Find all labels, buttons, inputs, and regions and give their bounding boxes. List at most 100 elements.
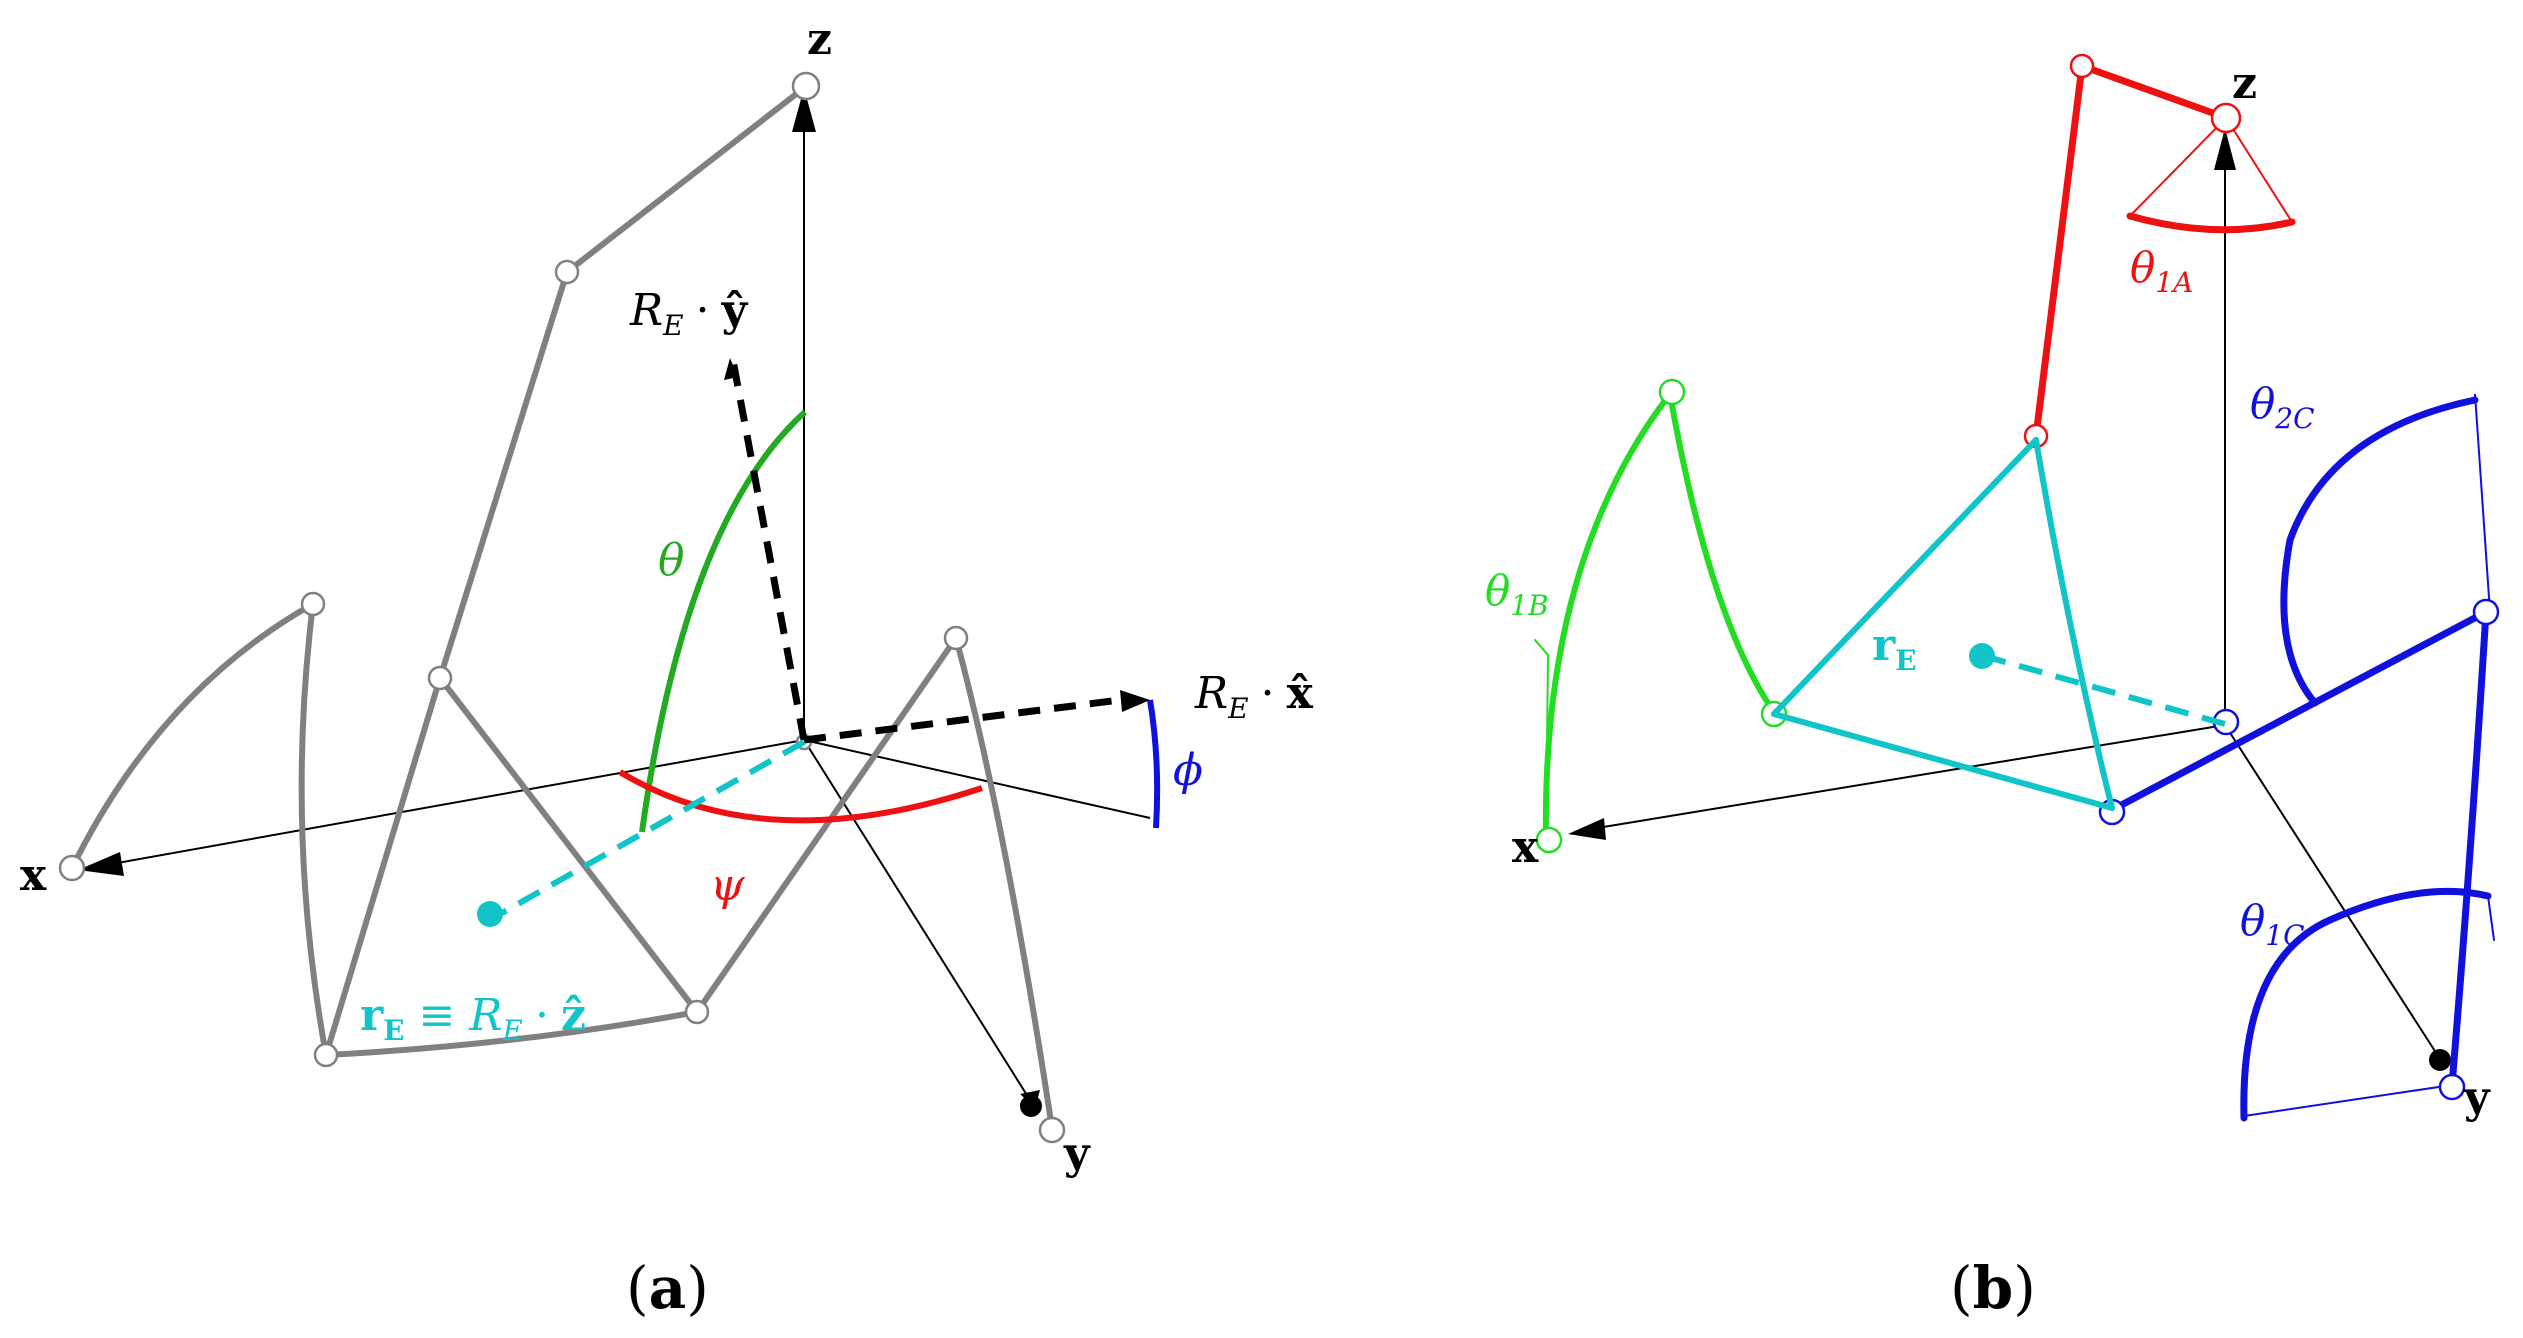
link-a-cross2 xyxy=(437,675,700,1015)
label-theta1a: θ1A xyxy=(2130,243,2193,299)
joint-b-c4 xyxy=(2438,1073,2466,1101)
leg-a-link1 xyxy=(2032,62,2086,440)
vector-rex xyxy=(803,696,1121,744)
caption-b: (b) xyxy=(1950,1254,2036,1322)
caption-a: (a) xyxy=(626,1254,709,1322)
axis-a-y-label: y xyxy=(1063,1128,1091,1179)
vector-re-a xyxy=(500,739,806,916)
axis-b-z-label: z xyxy=(2232,58,2257,109)
leg-c-link2 xyxy=(2448,608,2490,1089)
caption-a-letter: a xyxy=(649,1254,687,1322)
leg-a xyxy=(2032,62,2296,440)
label-rex: RE ·x̂ xyxy=(1194,668,1314,725)
label-re-a-dot: · xyxy=(535,990,549,1041)
joint-b-b1 xyxy=(1658,378,1686,406)
link-a-right-down xyxy=(953,635,1055,1131)
axis-b-y-blob xyxy=(2429,1049,2451,1071)
label-theta1b: θ1B xyxy=(1485,566,1549,622)
joint-a-left xyxy=(300,591,326,617)
phi-arc xyxy=(1147,699,1161,829)
label-re-a-R: R xyxy=(468,990,502,1041)
label-theta: θ xyxy=(658,535,685,586)
axis-a-x-label: x xyxy=(20,850,47,901)
theta2c-arc xyxy=(2280,396,2479,707)
caption-b-close: ) xyxy=(2013,1254,2036,1322)
vector-rey-arrowhead xyxy=(724,358,738,380)
link-a-top xyxy=(564,85,807,275)
label-rex-dot: · xyxy=(1261,668,1275,719)
label-theta1c: θ1C xyxy=(2240,896,2305,952)
theta2c-wedge xyxy=(2474,393,2491,613)
frame-links-a xyxy=(69,85,1055,1131)
label-rey-r: R xyxy=(629,285,663,336)
psi-arc xyxy=(618,769,983,824)
axis-a-y-line xyxy=(803,739,1031,1101)
label-theta2c-sub: 2C xyxy=(2274,402,2314,435)
link-a-left-arc xyxy=(69,601,316,871)
platform-edge-2 xyxy=(2033,437,2115,811)
label-rey-vec: ŷ xyxy=(721,285,749,336)
platform-edge-3 xyxy=(1771,711,2115,811)
axes-b xyxy=(1584,150,2443,1063)
leg-b-arc-up xyxy=(1542,391,1673,841)
label-theta1c-main: θ xyxy=(2240,896,2265,945)
label-re-a-sub: E xyxy=(383,1014,404,1047)
label-re-a-equiv: ≡ xyxy=(419,990,456,1041)
leg-c xyxy=(2108,393,2495,1122)
caption-a-close: ) xyxy=(686,1254,709,1322)
axis-a-ex-line xyxy=(803,739,1151,819)
axis-b-z-arrowhead xyxy=(2214,128,2236,170)
leg-b-arc-down xyxy=(1667,391,1777,715)
theta1b-wedge xyxy=(1534,639,1550,837)
joint-b-a3 xyxy=(2210,102,2242,134)
vector-rex-arrowhead xyxy=(1120,690,1150,712)
joint-b-a2 xyxy=(2069,53,2095,79)
label-rex-vec: x̂ xyxy=(1287,668,1314,719)
label-re-b-r: r xyxy=(1872,620,1896,671)
axis-b-x-line xyxy=(1584,724,2226,831)
theta1c-wedge xyxy=(2243,895,2495,1117)
label-re-a-r: r xyxy=(360,990,384,1041)
link-a-cross1 xyxy=(323,675,443,1058)
joint-a-y xyxy=(1038,1116,1066,1144)
axis-a-z-label: z xyxy=(807,14,832,65)
link-a-bottom xyxy=(323,1009,700,1058)
platform-b xyxy=(1771,437,2115,811)
joint-a-top xyxy=(791,71,821,101)
caption-a-open: ( xyxy=(626,1254,649,1322)
label-re-b-sub: E xyxy=(1895,644,1916,677)
theta1a-wedge xyxy=(2129,117,2293,223)
vector-rey xyxy=(728,354,808,741)
joints-leg-a xyxy=(2023,53,2242,449)
label-theta1a-main: θ xyxy=(2130,243,2155,292)
point-re-a xyxy=(477,901,503,927)
joint-a-middle xyxy=(427,665,453,691)
axis-b-x-arrowhead xyxy=(1568,818,1606,840)
point-re-b xyxy=(1969,643,1995,669)
link-a-up-right xyxy=(694,635,959,1015)
axis-a-x-arrowhead xyxy=(78,852,124,876)
label-theta1a-sub: 1A xyxy=(2155,266,2193,299)
label-rey: RE ·ŷ xyxy=(629,285,749,342)
joint-a-x xyxy=(58,854,86,882)
axis-a-y-blob xyxy=(1020,1095,1042,1117)
leg-c-link1 xyxy=(2108,608,2490,814)
axis-b-y-label: y xyxy=(2463,1072,2491,1123)
label-theta1b-sub: 1B xyxy=(1510,589,1548,622)
leg-a-link2 xyxy=(2078,62,2228,121)
label-rex-r: R xyxy=(1194,668,1228,719)
theta1c-arc xyxy=(2240,887,2492,1122)
label-rex-sub: E xyxy=(1227,692,1248,725)
panel-a: z x y RE·ŷ RE·x̂ θ ψ ϕ rE≡RE·ẑ (a) xyxy=(20,14,1314,1322)
label-rey-dot: · xyxy=(696,285,710,336)
theta-arc xyxy=(639,409,808,833)
label-rey-sub: E xyxy=(662,309,683,342)
label-theta2c: θ2C xyxy=(2250,379,2315,435)
label-theta2c-main: θ xyxy=(2250,379,2275,428)
joint-a-bottom-left xyxy=(313,1042,339,1068)
axes-a xyxy=(94,112,1151,1101)
joints-a xyxy=(58,71,1066,1144)
label-theta1c-sub: 1C xyxy=(2265,919,2304,952)
label-re-a-vec: ẑ xyxy=(561,990,586,1041)
